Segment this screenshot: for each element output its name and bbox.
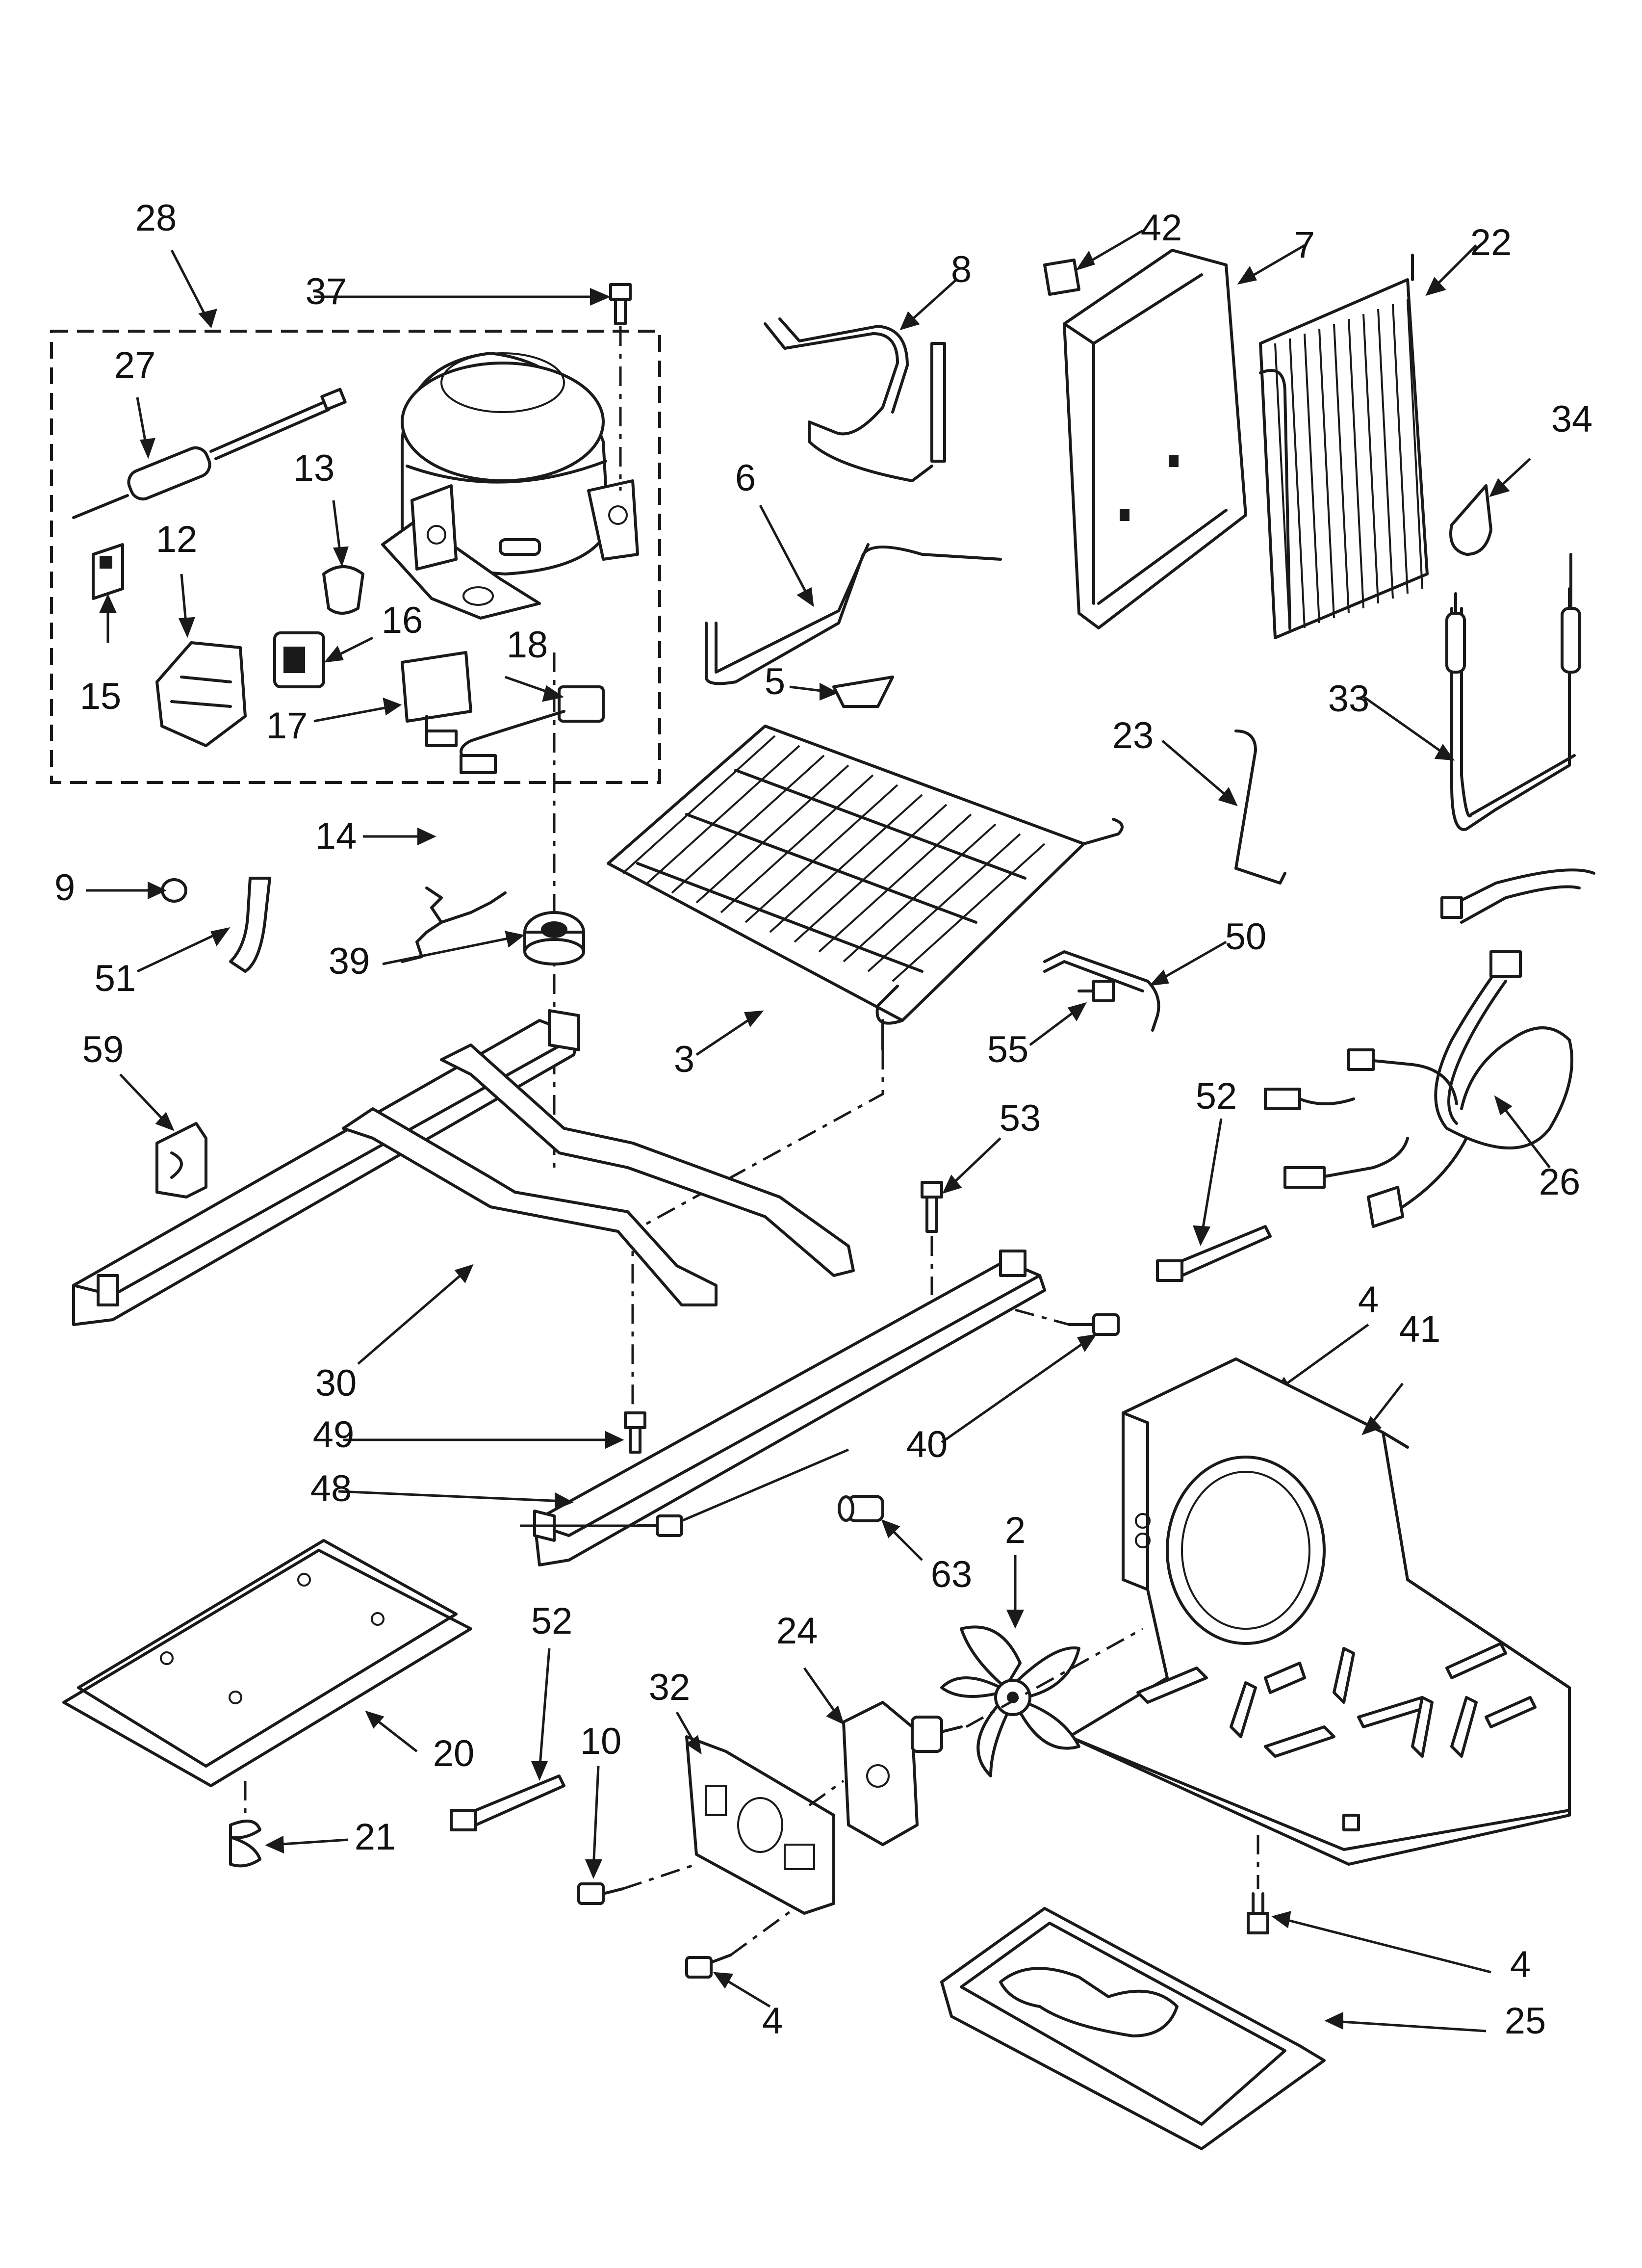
cable-tie-lower (450, 1648, 565, 1831)
base-rails (72, 1009, 855, 1365)
compressor-kit-group (50, 249, 661, 784)
label-16: 16 (382, 600, 423, 641)
terminal-plug (273, 631, 374, 688)
start-device (155, 574, 247, 747)
condenser-fan-housing (1068, 1357, 1571, 1866)
label-52-lower: 52 (531, 1600, 573, 1642)
fan-blade (940, 1555, 1080, 1777)
fan-motor (803, 1627, 1144, 1846)
label-49: 49 (313, 1414, 355, 1456)
screw-10 (577, 1766, 697, 1905)
label-50: 50 (1225, 916, 1267, 958)
label-34: 34 (1551, 398, 1593, 440)
label-7: 7 (1294, 224, 1315, 266)
label-23: 23 (1112, 715, 1154, 756)
label-42: 42 (1141, 207, 1182, 249)
label-12: 12 (156, 519, 198, 560)
label-33: 33 (1328, 678, 1370, 720)
label-39: 39 (329, 940, 370, 982)
bracket-42 (1043, 229, 1144, 296)
clip-59 (119, 1073, 207, 1199)
label-10: 10 (580, 1721, 622, 1762)
cap-9 (86, 878, 187, 903)
screw-4-lower-left (685, 1907, 795, 2008)
label-17: 17 (266, 705, 308, 747)
drain-tube (136, 877, 271, 973)
label-13: 13 (293, 447, 335, 489)
label-52-upper: 52 (1196, 1075, 1237, 1117)
filter-drier (72, 388, 347, 519)
label-8: 8 (951, 249, 972, 290)
label-37: 37 (306, 271, 347, 313)
wire-harness-18 (460, 676, 605, 774)
wire-clip-14 (363, 827, 507, 963)
grommet (382, 911, 585, 965)
screw-55 (1029, 980, 1115, 1046)
cable-tie-upper (1156, 1118, 1272, 1282)
label-3: 3 (674, 1039, 694, 1080)
label-14: 14 (315, 815, 357, 857)
label-59: 59 (82, 1029, 124, 1070)
evaporator-coil (607, 725, 1124, 1423)
label-53: 53 (1000, 1097, 1041, 1139)
label-63: 63 (931, 1554, 973, 1595)
tube-8 (764, 279, 957, 482)
label-30: 30 (315, 1362, 357, 1404)
condenser (1259, 244, 1477, 639)
wire-hook-23 (1161, 730, 1286, 885)
label-21: 21 (355, 1816, 396, 1858)
label-4-lower-right: 4 (1510, 1944, 1531, 1985)
screw-37 (314, 283, 632, 491)
label-5: 5 (765, 661, 785, 703)
label-9: 9 (54, 867, 75, 909)
tube-33 (1362, 553, 1581, 831)
clip-34 (1449, 458, 1531, 556)
base-plate (62, 1539, 472, 1815)
front-rail (338, 1250, 1046, 1566)
motor-bracket (675, 1711, 845, 1915)
run-capacitor (313, 651, 472, 747)
label-40: 40 (906, 1424, 948, 1465)
tube-6 (705, 504, 1002, 685)
label-41: 41 (1399, 1308, 1441, 1350)
terminal-cover (322, 500, 364, 615)
grommet-63 (838, 1495, 923, 1561)
label-18: 18 (507, 624, 548, 666)
label-2: 2 (1005, 1510, 1026, 1551)
label-4-lower-left: 4 (762, 2000, 783, 2042)
compressor (381, 352, 639, 620)
label-25: 25 (1505, 2000, 1546, 2042)
label-51: 51 (95, 958, 136, 999)
drain-pan (940, 1907, 1487, 2150)
label-15: 15 (80, 676, 122, 717)
screws-40 (636, 1308, 1120, 1537)
label-48: 48 (310, 1468, 352, 1510)
tube-50 (1043, 940, 1227, 1032)
clip-5 (789, 676, 894, 708)
label-32: 32 (649, 1667, 691, 1708)
label-24: 24 (776, 1610, 818, 1652)
part-labels: 28 37 27 13 12 15 16 18 17 14 9 51 39 59… (54, 197, 1592, 2042)
label-4-upper: 4 (1358, 1279, 1379, 1321)
spring (229, 1820, 349, 1868)
main-wire-harness (1264, 868, 1595, 1228)
evaporator-cover (1063, 244, 1306, 629)
screw-49 (343, 1411, 646, 1454)
label-26: 26 (1539, 1161, 1581, 1203)
label-22: 22 (1470, 222, 1512, 263)
label-55: 55 (987, 1029, 1029, 1070)
label-20: 20 (433, 1733, 475, 1774)
screw-4-lower-right (1247, 1835, 1491, 1974)
label-6: 6 (735, 457, 756, 499)
label-28: 28 (135, 197, 177, 239)
screw-53 (921, 1137, 1001, 1295)
overload-relay (92, 543, 124, 643)
label-27: 27 (114, 344, 156, 386)
